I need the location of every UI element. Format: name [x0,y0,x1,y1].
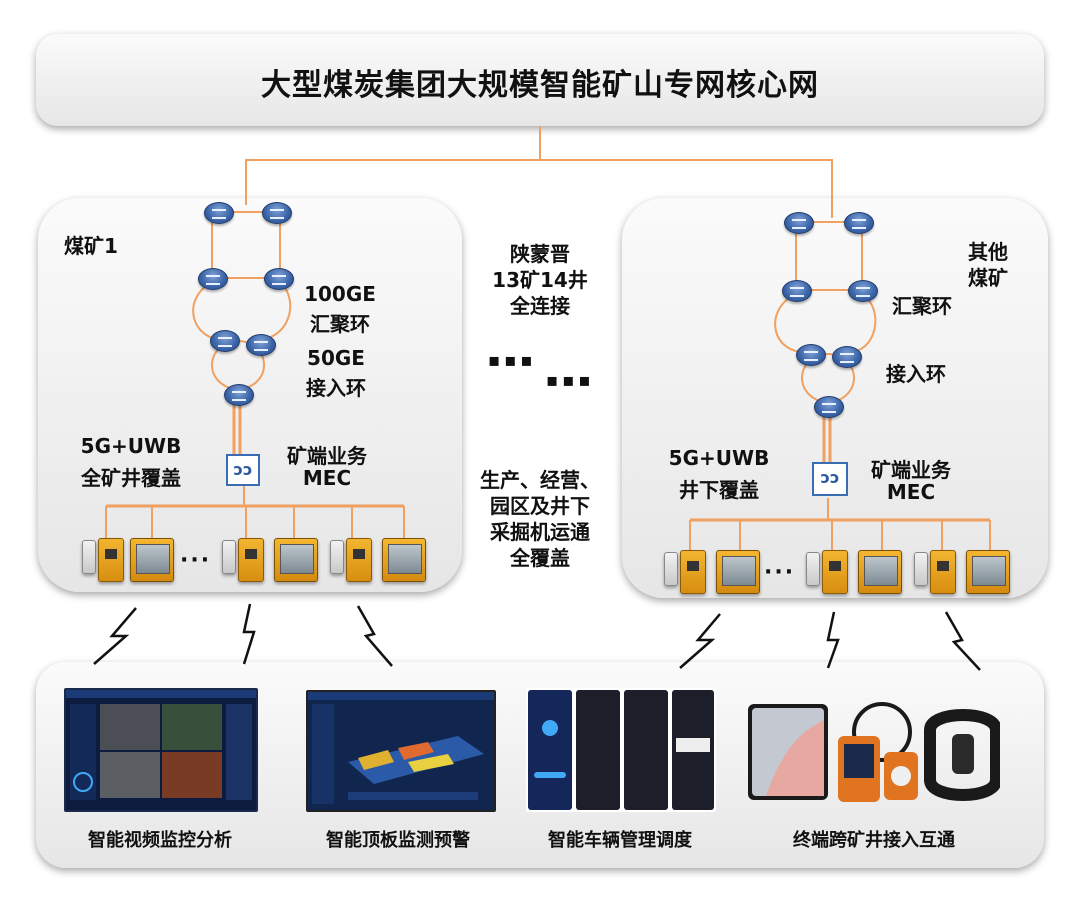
telephone-device [82,540,96,574]
telephone-device [222,540,236,574]
roof-monitoring-screenshot [306,690,496,812]
router-icon [204,202,234,224]
telephone-device [664,552,678,586]
base-station-device [680,550,706,594]
mine2-agg-ring-label: 汇聚环 [892,294,952,318]
mine1-access-ring-label: 接入环 [306,376,366,400]
mine1-name: 煤矿1 [64,234,118,258]
ellipsis-right: ▪▪▪ [546,370,595,391]
router-icon [262,202,292,224]
router-icon [844,212,874,234]
coverage-line-2: 园区及井下 [490,494,590,518]
gateway-device [966,550,1010,594]
mine1-coverage-scope: 全矿井覆盖 [81,466,181,490]
coverage-line-1: 生产、经营、 [480,468,600,492]
base-station-device [930,550,956,594]
router-icon [832,346,862,368]
wireless-bolt-2 [242,603,256,665]
telephone-device [914,552,928,586]
other-mines-name-1: 其他 [968,240,1008,264]
connect-line-3: 全连接 [510,294,570,318]
mec-server-icon: ↄↄ [226,454,260,486]
base-station-device [346,538,372,582]
mine2-coverage-tech: 5G+UWB [668,446,770,470]
video-monitoring-image [66,690,256,800]
video-monitoring-screenshot [64,688,258,812]
mine2-coverage-scope: 井下覆盖 [679,478,759,502]
router-icon [198,268,228,290]
router-icon [210,330,240,352]
vehicle-dispatch-screenshot [526,688,716,812]
router-icon [796,344,826,366]
handheld-terminal-icon [838,702,918,802]
router-icon [224,384,254,406]
mec-server-icon: ↄↄ [812,462,848,496]
device-ellipsis: ··· [180,548,212,573]
smart-band-icon [924,709,1000,801]
core-network-panel [36,34,1044,126]
router-icon [848,280,878,302]
mine1-mec-name: MEC [302,466,352,490]
vehicle-dispatch-image [528,690,714,810]
roof-monitoring-image [308,692,494,804]
terminal-devices [748,702,1000,802]
ellipsis-left: ▪▪▪ [488,350,537,371]
wireless-bolt-1 [93,607,137,665]
base-station-device [98,538,124,582]
gateway-device [274,538,318,582]
other-mines-name-2: 煤矿 [968,266,1008,290]
router-icon [246,334,276,356]
connect-line-1: 陕蒙晋 [510,242,570,266]
smartphone-icon [748,704,828,800]
app-label-video: 智能视频监控分析 [88,830,232,851]
connect-line-2: 13矿14井 [492,268,588,292]
core-link-mine1 [245,126,541,205]
wireless-bolt-3 [356,605,393,667]
gateway-device [130,538,174,582]
core-link-mine2 [540,159,833,218]
gateway-device [382,538,426,582]
base-station-device [238,538,264,582]
base-station-device [822,550,848,594]
core-network-title: 大型煤炭集团大规模智能矿山专网核心网 [261,68,819,103]
router-icon [814,396,844,418]
mine2-access-ring-label: 接入环 [886,362,946,386]
mine1-coverage-tech: 5G+UWB [80,434,182,458]
mine2-mec-name: MEC [886,480,936,504]
mine1-access-ring-speed: 50GE [307,346,365,370]
router-icon [784,212,814,234]
mine1-mec-label: 矿端业务 [287,444,367,468]
app-label-terminal: 终端跨矿井接入互通 [793,830,955,851]
mine1-agg-ring-speed: 100GE [304,282,376,306]
coverage-line-3: 采掘机运通 [490,520,590,544]
gateway-device [858,550,902,594]
coverage-line-4: 全覆盖 [510,546,570,570]
wireless-bolt-6 [944,611,981,671]
app-label-roof: 智能顶板监测预警 [326,830,470,851]
gateway-device [716,550,760,594]
router-icon [782,280,812,302]
telephone-device [806,552,820,586]
device-ellipsis: ··· [764,560,796,585]
router-icon [264,268,294,290]
wireless-bolt-5 [826,611,840,669]
mine2-mec-label: 矿端业务 [871,458,951,482]
wireless-bolt-4 [679,613,721,669]
mine1-agg-ring-label: 汇聚环 [310,312,370,336]
app-label-vehicle: 智能车辆管理调度 [548,830,692,851]
telephone-device [330,540,344,574]
